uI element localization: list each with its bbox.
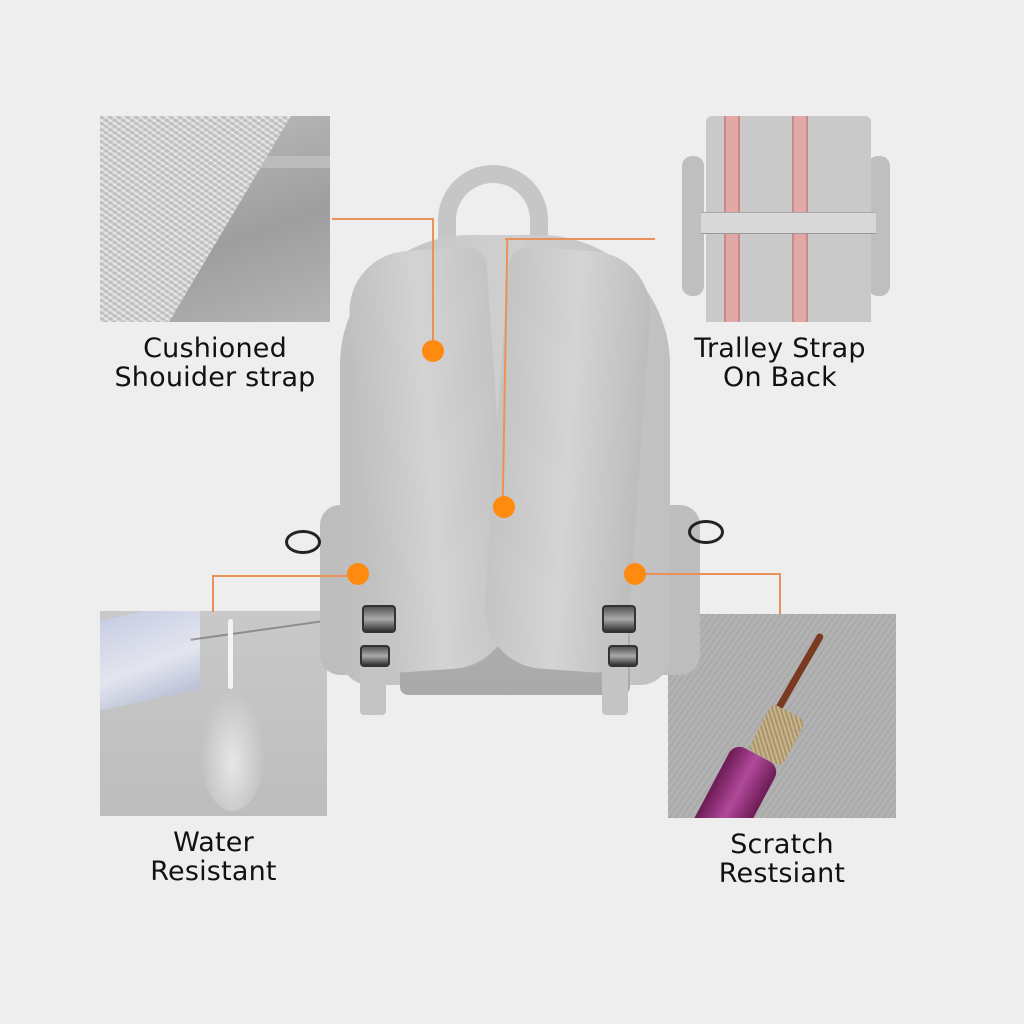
label-line-2: Restsiant	[718, 858, 846, 889]
strap-tab-left	[360, 625, 386, 715]
scratch-resistant-label: Scratch Restsiant	[668, 830, 896, 888]
connector-cushion-v	[432, 218, 434, 352]
label-line-1: Scratch	[730, 829, 834, 860]
hotspot-trolley-strap[interactable]	[493, 496, 515, 518]
trolley-strap-label: Tralley Strap On Back	[660, 334, 900, 392]
water-resistant-image	[100, 611, 327, 816]
drawcord-left	[285, 530, 321, 554]
trolley-sleeve-band	[701, 212, 876, 234]
label-line-1: Water	[173, 827, 254, 858]
cushioned-strap-label: Cushioned Shouider strap	[100, 334, 330, 392]
label-line-1: Cushioned	[143, 333, 287, 364]
water-stream	[228, 619, 233, 689]
tool-tip	[773, 632, 825, 714]
cushioned-strap-image	[100, 116, 330, 322]
label-line-1: Tralley Strap	[694, 333, 866, 364]
fabric-edge	[245, 156, 330, 168]
connector-water-h	[212, 575, 358, 577]
label-line-2: On Back	[723, 362, 837, 393]
hotspot-cushioned-strap[interactable]	[422, 340, 444, 362]
scratch-resistant-image	[668, 614, 896, 818]
label-line-2: Shouider strap	[114, 362, 316, 393]
water-resistant-label: Water Resistant	[100, 828, 327, 886]
water-bottle	[100, 611, 200, 713]
side-strap-right	[868, 156, 890, 296]
connector-scratch-v	[779, 573, 781, 614]
connector-cushion-h	[332, 218, 433, 220]
buckle-right-lower	[608, 645, 638, 667]
connector-scratch-h	[640, 573, 780, 575]
backpack-image	[285, 165, 724, 735]
trolley-strap-image	[676, 116, 896, 322]
fabric-seam	[190, 619, 327, 641]
drawcord-right	[688, 520, 724, 544]
buckle-left	[362, 605, 396, 633]
water-splash	[200, 691, 265, 811]
strap-tab-right	[602, 625, 628, 715]
buckle-right	[602, 605, 636, 633]
side-strap-left	[682, 156, 704, 296]
label-line-2: Resistant	[150, 856, 277, 887]
buckle-left-lower	[360, 645, 390, 667]
connector-trolley-h	[505, 238, 655, 240]
hotspot-scratch-resistant[interactable]	[624, 563, 646, 585]
connector-water-v	[212, 575, 214, 612]
hotspot-water-resistant[interactable]	[347, 563, 369, 585]
